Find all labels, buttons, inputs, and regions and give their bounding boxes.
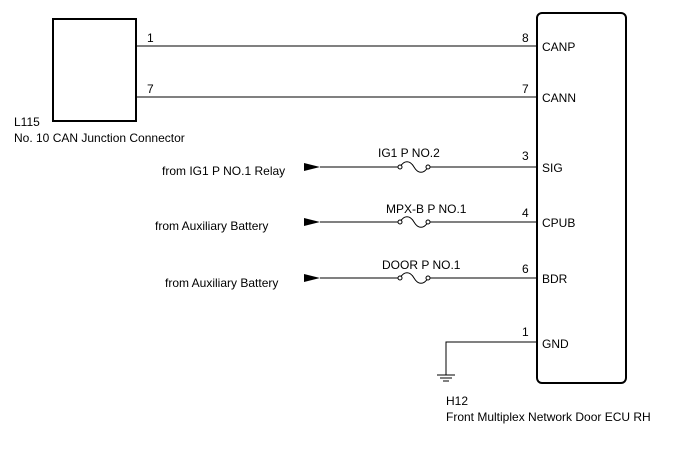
cpub-source-label: from Auxiliary Battery [155,219,268,233]
gnd-pin: 1 [522,325,529,339]
bdr-fuse-label: DOOR P NO.1 [382,258,461,272]
bdr-pin: 6 [522,262,529,276]
fuse-icon [399,272,429,284]
arrow-icon [304,274,320,282]
cann-signal: CANN [542,91,576,105]
fuse-terminal-right [425,164,431,170]
canp-right-pin: 8 [522,31,529,45]
arrow-icon [304,163,320,171]
sig-signal: SIG [542,161,563,175]
cpub-signal: CPUB [542,216,575,230]
ecu-id: H12 [446,394,468,408]
cann-line: 7 7 CANN [136,82,576,105]
cpub-line: from Auxiliary Battery MPX-B P NO.1 4 CP… [155,202,575,233]
cpub-pin: 4 [522,206,529,220]
gnd-wire [445,341,537,375]
canp-line: 1 8 CANP [136,31,575,54]
sig-line: from IG1 P NO.1 Relay IG1 P NO.2 3 SIG [162,146,563,178]
sig-pin: 3 [522,149,529,163]
fuse-terminal-left [397,164,403,170]
sig-fuse-label: IG1 P NO.2 [378,146,440,160]
cpub-fuse-label: MPX-B P NO.1 [386,202,467,216]
can-junction-connector-box [52,18,137,122]
fuse-terminal-right [425,219,431,225]
canp-left-pin: 1 [147,31,154,45]
fuse-icon [399,216,429,228]
left-connector-id: L115 [14,115,40,129]
sig-source-label: from IG1 P NO.1 Relay [162,164,285,178]
fuse-terminal-right [425,275,431,281]
door-ecu-box [536,12,627,384]
ground-icon [437,374,455,382]
ecu-name: Front Multiplex Network Door ECU RH [446,410,651,424]
gnd-signal: GND [542,337,569,351]
gnd-line: 1 GND [437,325,569,382]
fuse-terminal-left [397,275,403,281]
bdr-signal: BDR [542,272,568,286]
bdr-source-label: from Auxiliary Battery [165,276,278,290]
fuse-icon [399,161,429,173]
fuse-terminal-left [397,219,403,225]
canp-signal: CANP [542,40,575,54]
arrow-icon [304,218,320,226]
left-connector-name: No. 10 CAN Junction Connector [14,131,185,145]
bdr-line: from Auxiliary Battery DOOR P NO.1 6 BDR [165,258,568,290]
cann-right-pin: 7 [522,82,529,96]
cann-left-pin: 7 [147,82,154,96]
